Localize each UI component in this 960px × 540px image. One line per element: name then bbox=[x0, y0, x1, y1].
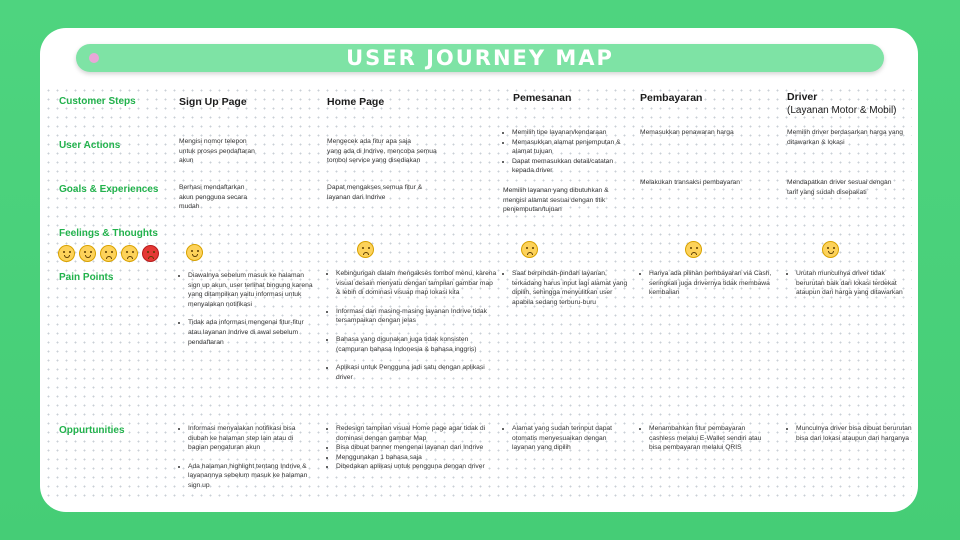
pain-signup: Diawalnya sebelum masuk ke halaman sign … bbox=[179, 271, 314, 347]
step-driver-subtitle: (Layanan Motor & Mobil) bbox=[787, 105, 897, 116]
opp-driver: Munculnya driver bisa dibuat berurutan b… bbox=[787, 424, 913, 443]
goal-driver: Mendapatkan driver sesuai dengan tarif y… bbox=[787, 179, 892, 196]
list-item: Urutan munculnya driver tidak berurutan … bbox=[796, 269, 913, 298]
list-item: Saat berpindah-pindah layanan, terkadang… bbox=[512, 269, 631, 307]
step-signup-page: Sign Up Page bbox=[179, 96, 247, 108]
row-label-goals: Goals & Experiences bbox=[59, 184, 159, 195]
row-label-opportunities: Oppurtunities bbox=[59, 425, 125, 436]
list-item: Tidak ada informasi mengenai fitur-fitur… bbox=[188, 318, 314, 347]
pain-order: Saat berpindah-pindah layanan, terkadang… bbox=[503, 269, 631, 307]
list-item: Kebingungan dalam mengakses tombol menu,… bbox=[336, 269, 497, 298]
pain-driver: Urutan munculnya driver tidak berurutan … bbox=[787, 269, 913, 298]
smiling-face-icon bbox=[822, 241, 839, 258]
list-item: Dibedakan aplikasi untuk pengguna dengan… bbox=[336, 462, 499, 472]
title-bar: USER JOURNEY MAP bbox=[76, 44, 884, 72]
page-title: USER JOURNEY MAP bbox=[346, 46, 614, 70]
title-dot-icon bbox=[89, 53, 99, 63]
goal-signup: Berhasi mendaftarkan akun pengguna secar… bbox=[179, 184, 248, 211]
row-label-feelings: Feelings & Thoughts bbox=[59, 228, 158, 239]
slightly-frowning-face-icon bbox=[100, 245, 117, 262]
list-item: Memasukkan alamat penjemputan & alamat t… bbox=[512, 138, 633, 157]
angry-face-icon bbox=[142, 245, 159, 262]
list-item: Informasi menyalakan notifikasi bisa diu… bbox=[188, 424, 314, 453]
list-item: Alamat yang sudah terinput dapat otomati… bbox=[512, 424, 631, 453]
frowning-face-icon bbox=[521, 241, 538, 258]
action-home: Mengecek ada fitur apa saja yang ada di … bbox=[327, 138, 437, 165]
list-item: Hanya ada pilihan pembayaran via Cash, s… bbox=[649, 269, 772, 298]
frowning-face-icon bbox=[121, 245, 138, 262]
list-item: Redesign tampilan visual Home page agar … bbox=[336, 424, 499, 443]
goal-home: Dapat mengakses semua fitur & layanan da… bbox=[327, 184, 423, 201]
list-item: Bahasa yang digunakan juga tidak konsist… bbox=[336, 335, 497, 354]
action-payment: Memasukkan penawaran harga bbox=[640, 129, 734, 136]
pain-home: Kebingungan dalam mengakses tombol menu,… bbox=[327, 269, 497, 382]
smiling-face-icon bbox=[186, 244, 203, 261]
dotted-grid-background bbox=[44, 86, 912, 500]
goal-order: Memilih layanan yang dibutuhkan & mengis… bbox=[503, 187, 609, 214]
opp-payment: Menambahkan fitur pembayaran cashless me… bbox=[640, 424, 772, 453]
opp-order: Alamat yang sudah terinput dapat otomati… bbox=[503, 424, 631, 453]
opp-signup: Informasi menyalakan notifikasi bisa diu… bbox=[179, 424, 314, 491]
grinning-face-icon bbox=[58, 245, 75, 262]
list-item: Munculnya driver bisa dibuat berurutan b… bbox=[796, 424, 913, 443]
list-item: Diawalnya sebelum masuk ke halaman sign … bbox=[188, 271, 314, 309]
step-pembayaran: Pembayaran bbox=[640, 92, 703, 104]
list-item: Bisa dibuat banner mengenai layanan dari… bbox=[336, 443, 499, 453]
step-home-page: Home Page bbox=[327, 96, 385, 108]
list-item: Aplikasi untuk Pengguna jadi satu dengan… bbox=[336, 363, 497, 382]
list-item: Menggunakan 1 bahasa saja bbox=[336, 453, 499, 463]
row-label-user-actions: User Actions bbox=[59, 140, 121, 151]
row-label-customer-steps: Customer Steps bbox=[59, 96, 136, 107]
action-driver: Memilih driver berdasarkan harga yang di… bbox=[787, 129, 903, 146]
list-item: Informasi dari masing-masing layanan Ind… bbox=[336, 307, 497, 326]
slightly-frowning-face-icon bbox=[357, 241, 374, 258]
list-item: Dapat memasukkan detail/catatan kepada d… bbox=[512, 157, 633, 176]
action-signup: Mengisi nomor telepon untuk proses penda… bbox=[179, 138, 255, 165]
list-item: Memilih tipe layanan/kendaraan bbox=[512, 128, 633, 138]
step-driver: Driver bbox=[787, 91, 818, 103]
list-item: Menambahkan fitur pembayaran cashless me… bbox=[649, 424, 772, 453]
pain-payment: Hanya ada pilihan pembayaran via Cash, s… bbox=[640, 269, 772, 298]
action-order: Memilih tipe layanan/kendaraan Memasukka… bbox=[503, 128, 633, 176]
slightly-frowning-face-icon bbox=[685, 241, 702, 258]
list-item: Ada halaman highlight tentang Indrive & … bbox=[188, 462, 314, 491]
row-label-pain-points: Pain Points bbox=[59, 272, 114, 283]
step-pemesanan: Pemesanan bbox=[513, 92, 572, 104]
opp-home: Redesign tampilan visual Home page agar … bbox=[327, 424, 499, 472]
goal-payment: Melakukan transaksi pembayaran bbox=[640, 179, 740, 186]
smiling-face-icon bbox=[79, 245, 96, 262]
